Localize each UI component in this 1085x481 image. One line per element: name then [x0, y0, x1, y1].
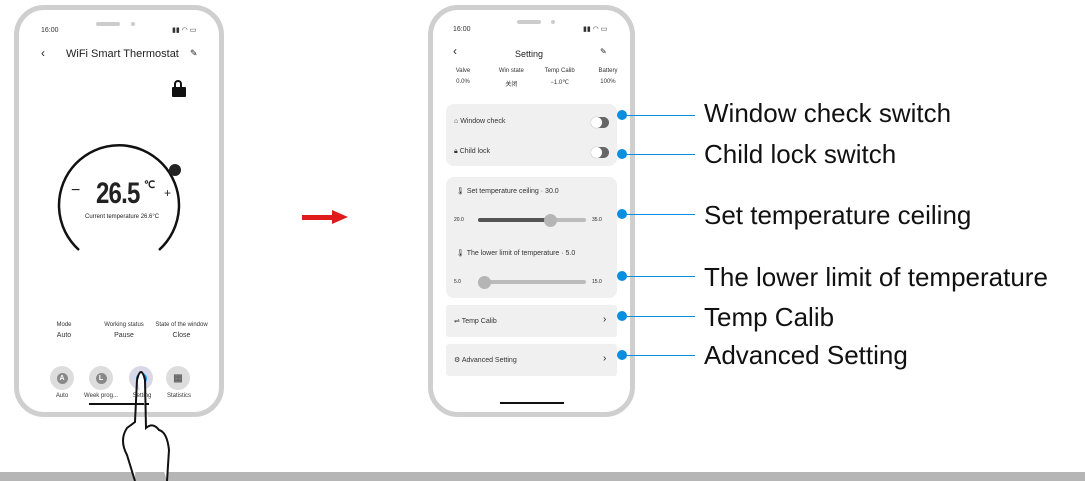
back-icon[interactable]: ‹ — [41, 46, 45, 60]
info-label: Mode — [56, 322, 72, 328]
status-time: 16:00 — [453, 26, 471, 33]
window-check-toggle[interactable] — [591, 117, 609, 128]
lower-limit-slider-handle[interactable] — [478, 276, 491, 289]
dial-handle — [169, 164, 181, 176]
lower-limit-slider[interactable] — [478, 280, 586, 284]
callout-temp-calib: Temp Calib — [704, 302, 835, 332]
sliders-icon: ⇌ — [454, 318, 460, 325]
ceiling-slider[interactable] — [478, 218, 586, 222]
ceiling-min: 20.0 — [454, 217, 464, 223]
edit-icon[interactable]: ✎ — [600, 47, 607, 56]
arrow-head — [332, 210, 348, 224]
stat-label: Battery — [598, 68, 618, 74]
unlock-shackle — [174, 80, 182, 89]
status-time: 16:00 — [41, 27, 59, 34]
stat-value: 关闭 — [505, 82, 518, 88]
camera — [131, 22, 135, 26]
nav-label: Auto — [55, 393, 69, 399]
edit-icon[interactable]: ✎ — [190, 48, 198, 58]
lower-limit-label: 🌡︎ The lower limit of temperature · 5.0 — [456, 250, 576, 257]
nav-week-program-button[interactable]: L — [89, 366, 113, 390]
callout-line — [622, 354, 695, 356]
temp-calib-label: Temp Calib — [461, 318, 497, 325]
lower-max: 15.0 — [592, 279, 602, 285]
right-phone: 16:00 ▮▮ ◠ ▭ ‹ Setting ✎ Valve 0.0% Win s… — [428, 5, 635, 417]
unlock-icon[interactable] — [172, 87, 186, 97]
callout-line — [622, 153, 695, 155]
status-icons: ▮▮ ◠ ▭ — [583, 26, 608, 33]
current-temperature: Current temperature 26.6°C — [85, 214, 160, 220]
arrow-icon — [302, 215, 334, 220]
stat-label: Valve — [455, 68, 471, 74]
decrease-button[interactable]: − — [71, 182, 81, 199]
callout-line — [622, 213, 695, 215]
notch — [517, 20, 541, 24]
page-title: Setting — [515, 49, 544, 59]
home-indicator — [89, 403, 149, 405]
nav-statistics-button[interactable]: ▦ — [166, 366, 190, 390]
increase-button[interactable]: + — [164, 186, 172, 200]
camera — [551, 20, 555, 24]
child-lock-label: 🔒︎ Child lock — [454, 148, 491, 155]
window-check-label: ⌂ Window check — [454, 118, 506, 125]
chevron-right-icon: › — [603, 353, 607, 364]
nav-label: Week prog... — [84, 393, 118, 399]
stat-value: −1.0℃ — [550, 80, 569, 86]
set-temperature: 26.5 — [96, 177, 140, 210]
ceiling-label: 🌡︎ Set temperature ceiling · 30.0 — [456, 188, 559, 195]
callout-line — [622, 275, 695, 277]
callout-window-check: Window check switch — [704, 98, 952, 128]
callout-lower-limit: The lower limit of temperature — [704, 262, 1048, 292]
temperature-limits-card: 🌡︎ Set temperature ceiling · 30.0 20.0 3… — [446, 177, 617, 298]
notch — [96, 22, 120, 26]
hand-pointer-icon — [122, 371, 171, 481]
callout-ceiling: Set temperature ceiling — [704, 200, 972, 230]
ceiling-max: 35.0 — [592, 217, 602, 223]
callout-advanced-setting: Advanced Setting — [704, 340, 908, 370]
footer-bar — [0, 472, 1085, 481]
home-indicator — [500, 402, 564, 404]
advanced-setting-row[interactable]: ⚙ Advanced Setting › — [446, 344, 617, 376]
info-label: State of the window — [155, 322, 208, 328]
advanced-setting-label: Advanced Setting — [461, 357, 517, 364]
callout-line — [622, 315, 695, 317]
thermometer-icon: 🌡︎ — [456, 188, 465, 195]
switch-card: ⌂ Window check 🔒︎ Child lock — [446, 104, 617, 166]
chevron-right-icon: › — [603, 314, 607, 325]
status-icons: ▮▮ ◠ ▭ — [172, 27, 197, 34]
ceiling-slider-fill — [478, 218, 550, 222]
stat-value: 100% — [600, 79, 616, 85]
gear-icon: ⚙ — [454, 357, 461, 364]
stat-label: Temp Calib — [544, 68, 575, 74]
nav-label: Statistics — [166, 393, 191, 399]
stat-label: Win state — [498, 68, 524, 74]
info-value: Auto — [56, 332, 72, 339]
left-phone: 16:00 ▮▮ ◠ ▭ ‹ WiFi Smart Thermostat ✎ −… — [14, 5, 224, 417]
page-title: WiFi Smart Thermostat — [66, 48, 179, 60]
home-icon: ⌂ — [454, 118, 459, 125]
temperature-dial[interactable] — [54, 128, 184, 258]
info-value: Close — [172, 332, 191, 339]
lower-min: 5.0 — [454, 279, 461, 285]
child-lock-toggle[interactable] — [591, 147, 609, 158]
info-value: Pause — [114, 332, 134, 339]
temp-calib-row[interactable]: ⇌ Temp Calib › — [446, 305, 617, 337]
back-icon[interactable]: ‹ — [453, 44, 457, 58]
stats-row: Valve 0.0% Win state 关闭 Temp Calib −1.0℃ Ba… — [443, 68, 628, 88]
stat-value: 0.0% — [456, 79, 470, 85]
lock-icon: 🔒︎ — [454, 148, 458, 155]
callout-child-lock: Child lock switch — [704, 139, 897, 169]
nav-auto-button[interactable]: A — [50, 366, 74, 390]
temp-unit: ℃ — [144, 180, 156, 191]
ceiling-slider-handle[interactable] — [544, 214, 557, 227]
callout-line — [622, 114, 695, 116]
info-label: Working status — [104, 322, 144, 328]
nav-label: Setting — [132, 393, 152, 399]
thermometer-icon: 🌡︎ — [456, 250, 465, 257]
